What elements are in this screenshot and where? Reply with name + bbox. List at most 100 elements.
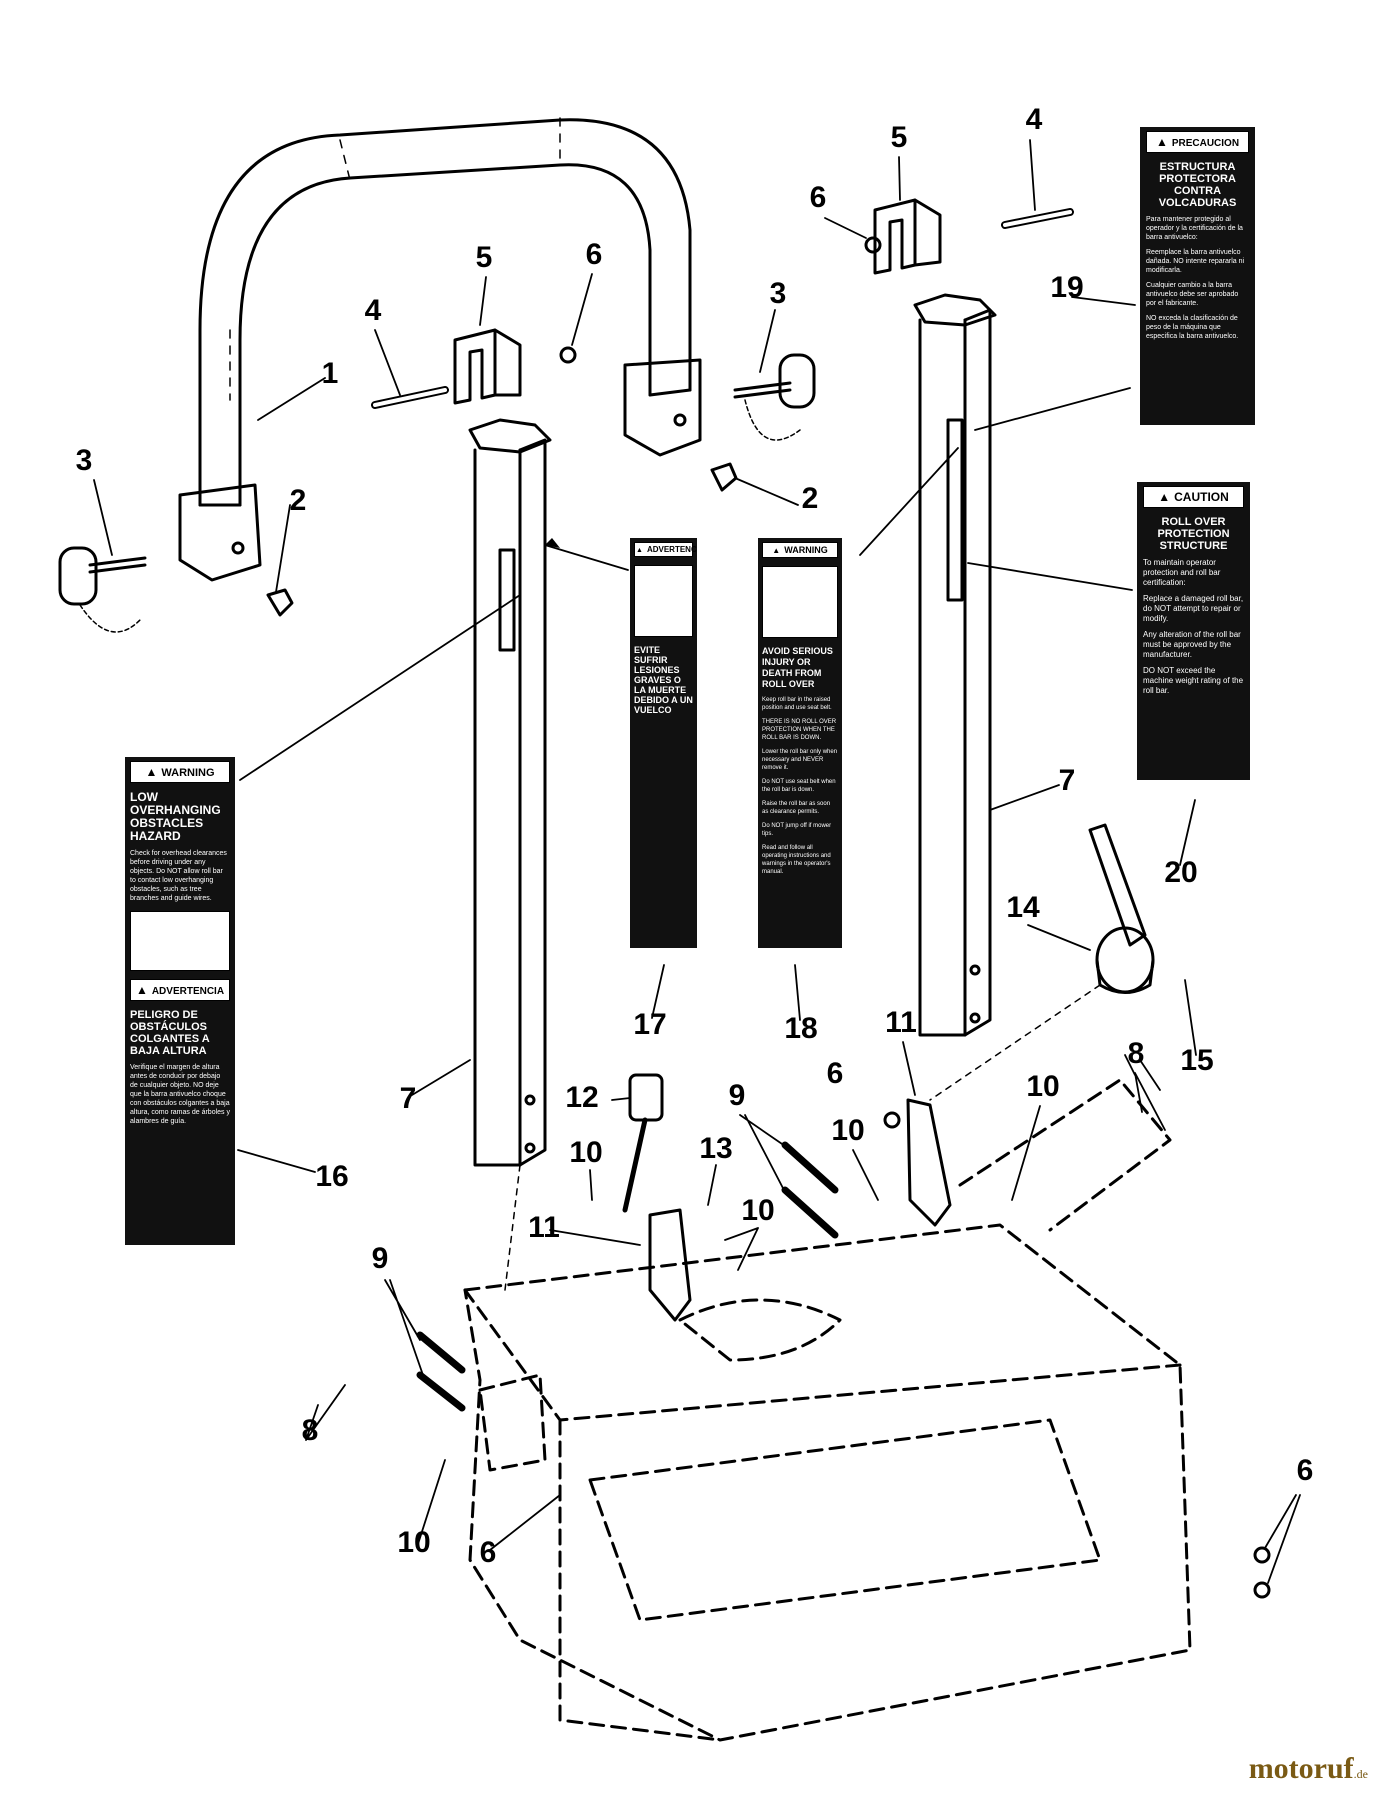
callout-c19: 19 [1050,271,1083,304]
callout-c10e: 10 [397,1526,430,1559]
callout-c5a: 5 [476,241,493,274]
nut-6b [864,236,882,254]
mower-pictogram [130,911,230,971]
decal-19-p4: NO exceda la clasificación de peso de la… [1146,315,1239,340]
callout-c6d: 6 [480,1536,497,1569]
callout-c10b: 10 [831,1114,864,1147]
callout-c13: 13 [699,1132,732,1165]
decal-19-header: PRECAUCION [1171,138,1240,149]
callout-c15: 15 [1180,1044,1213,1077]
roll-bar-hoop [178,117,702,582]
callout-c8a: 8 [302,1414,319,1447]
decal-17: ▲ADVERTENCIA EVITE SUFRIR LESIONES GRAVE… [630,538,697,948]
mount-plate-left [648,1208,692,1322]
decal-16-header-top: WARNING [161,767,215,779]
callout-c12: 12 [565,1081,598,1114]
decal-16-title-bottom: PELIGRO DE OBSTÁCULOS COLGANTES A BAJA A… [130,1009,210,1057]
hitch-pin-right [733,353,816,441]
mount-plate-right [906,1098,952,1227]
callout-c10d: 10 [1026,1070,1059,1103]
decal-18-p1: Keep roll bar in the raised position and… [762,697,832,711]
left-upright-tube [468,418,552,1167]
bracket-right [873,198,942,275]
decal-17-title: EVITE SUFRIR LESIONES GRAVES O LA MUERTE… [634,645,693,715]
callout-c14: 14 [1006,891,1040,924]
callout-c11b: 11 [885,1006,917,1039]
decal-17-header: ADVERTENCIA [646,545,697,554]
decal-18-p3: Lower the roll bar only when necessary a… [762,749,838,771]
callout-c7a: 7 [400,1082,417,1115]
right-upright-tube [913,293,997,1037]
callout-c8b: 8 [1128,1037,1145,1070]
callout-c10c: 10 [741,1194,774,1227]
callout-c6c: 6 [827,1057,844,1090]
decal-20-title: ROLL OVER PROTECTION STRUCTURE [1157,516,1230,552]
decal-18: ▲WARNING AVOID SERIOUS INJURY OR DEATH F… [758,538,842,948]
decal-20-p3: Any alteration of the roll bar must be a… [1143,630,1241,659]
callout-c1: 1 [322,357,339,390]
decal-18-p2: THERE IS NO ROLL OVER PROTECTION WHEN TH… [762,719,837,741]
decal-18-p5: Raise the roll bar as soon as clearance … [762,801,831,815]
nut-6d [1253,1546,1271,1564]
knob-right [710,462,738,492]
bolt-right [1001,208,1074,229]
callout-c6e: 6 [1297,1454,1314,1487]
decal-19-p3: Cualquier cambio a la barra antivuelco d… [1146,282,1239,307]
rollover-pictogram-2 [762,566,838,638]
decal-18-header: WARNING [784,545,828,555]
decal-19-title: ESTRUCTURA PROTECTORA CONTRA VOLCADURAS [1158,161,1237,209]
seat-belt-buckle [622,1073,664,1213]
nut-6e [1253,1581,1271,1599]
callout-c17: 17 [633,1008,666,1041]
leader-lines [93,139,1301,1584]
assembly-guides [504,984,1101,1291]
decal-16-body-bottom: Verifique el margen de altura antes de c… [130,1064,230,1125]
watermark-logo[interactable]: motoruf.de [1249,1752,1368,1786]
callout-c2b: 2 [802,482,819,515]
callout-c16: 16 [315,1160,348,1193]
decal-18-p6: Do NOT jump off if mower tips. [762,823,832,837]
rollover-pictogram [634,565,693,637]
decal-18-p7: Read and follow all operating instructio… [762,845,831,875]
nut-6a [559,346,577,364]
callout-c7b: 7 [1059,764,1076,797]
knob-left [266,588,294,617]
decal-18-p4: Do NOT use seat belt when the roll bar i… [762,779,836,793]
nut-6c [883,1111,901,1129]
decal-16-title-top: LOW OVERHANGING OBSTACLES HAZARD [130,790,221,843]
decal-20-p2: Replace a damaged roll bar, do NOT attem… [1143,594,1244,623]
callout-c3a: 3 [76,444,93,477]
callout-c11a: 11 [528,1211,560,1244]
callout-c20: 20 [1164,856,1197,889]
decal-19: ▲PRECAUCION ESTRUCTURA PROTECTORA CONTRA… [1140,127,1255,425]
callout-c9b: 9 [729,1079,746,1112]
decal-16-header-bottom: ADVERTENCIA [151,986,225,997]
decal-20: ▲CAUTION ROLL OVER PROTECTION STRUCTURE … [1137,482,1250,780]
callout-c5b: 5 [891,121,908,154]
bolt-9c [416,1331,466,1374]
watermark-suffix: .de [1353,1767,1368,1781]
callout-c6a: 6 [586,238,603,271]
callout-c3b: 3 [770,277,787,310]
decal-18-title: AVOID SERIOUS INJURY OR DEATH FROM ROLL … [762,646,833,689]
decal-19-p2: Reemplace la barra antivuelco dañada. NO… [1146,249,1245,274]
callout-c6b: 6 [810,181,827,214]
bolt-9b [781,1186,839,1239]
callout-c9a: 9 [372,1242,389,1275]
decal-20-p1: To maintain operator protection and roll… [1143,558,1221,587]
mower-frame [463,1078,1192,1742]
decal-19-p1: Para mantener protegido al operador y la… [1146,216,1243,241]
watermark-brand: motoruf [1248,1752,1354,1785]
seat-belt-retractor [1088,823,1155,994]
bolt-9a [781,1141,839,1194]
callout-c4b: 4 [1026,103,1043,136]
decal-20-header: CAUTION [1174,490,1229,504]
callout-c2a: 2 [290,484,307,517]
decal-16: ▲WARNING LOW OVERHANGING OBSTACLES HAZAR… [125,757,235,1245]
callout-c4a: 4 [365,294,382,327]
callout-c18: 18 [784,1012,817,1045]
bolt-9d [416,1371,466,1412]
hitch-pin-left [58,546,147,633]
decal-20-p4: DO NOT exceed the machine weight rating … [1143,666,1244,695]
